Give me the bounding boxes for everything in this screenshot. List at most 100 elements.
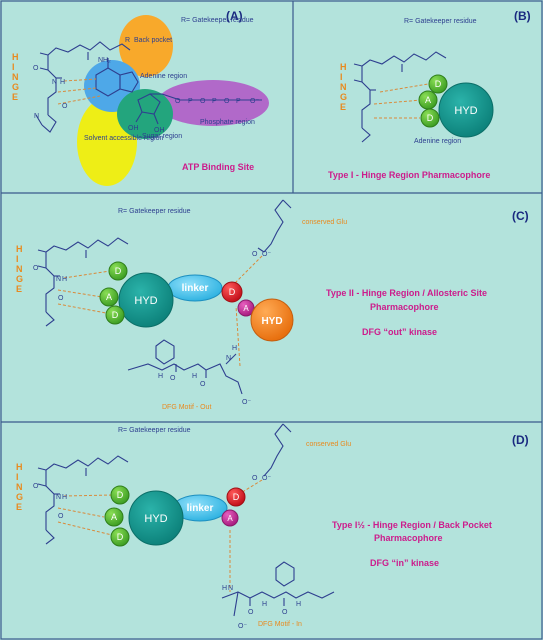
panel-a: (A) [12, 9, 269, 186]
conserved-glu-label-d: conserved Glu [306, 441, 351, 448]
atom-labels-d: N H O O O O⁻ O⁻ O O H N H H [33, 475, 301, 630]
hinge-backbone-a [35, 41, 131, 133]
atom-labels-a: R NH₂ H N O O N OH OH O P O P O P O⁻ [33, 37, 259, 134]
hyd-label-c: HYD [134, 295, 157, 307]
phosphate-region-blob [157, 80, 269, 126]
atom-p-1: P [188, 98, 193, 105]
hinge-backbone-d [37, 423, 335, 617]
atom-o-c-1: O [33, 265, 39, 272]
atom-o-minus-d-1: O⁻ [262, 475, 271, 482]
donor-sphere-c-2 [105, 305, 125, 325]
hyd-label-c-2: HYD [261, 316, 282, 327]
adenine-region-label-a: Adenine region [140, 73, 187, 80]
atom-p-2: P [212, 98, 217, 105]
atom-h-c-4: H [192, 373, 197, 380]
atom-n-d-1: N [56, 494, 61, 501]
d-label-d-1: D [117, 490, 124, 500]
hinge-letter: G [12, 82, 19, 92]
panel-c-title-2: Pharmacophore [370, 302, 439, 312]
panel-a-title: ATP Binding Site [182, 162, 254, 172]
hinge-letter: N [340, 82, 347, 92]
atom-h-c-2: H [232, 345, 237, 352]
d-label-d-3: D [233, 492, 240, 502]
back-pocket-label: Back pocket [134, 37, 172, 44]
panel-c: (C) N H O [16, 199, 529, 411]
hinge-letter: E [16, 284, 22, 294]
atom-o-minus: O⁻ [250, 98, 259, 105]
acceptor-magenta-c [237, 299, 255, 317]
atom-o-c-2: O [58, 295, 64, 302]
d-label-b-1: D [435, 79, 442, 89]
hinge-letter: E [12, 92, 18, 102]
linker-label-d: linker [187, 503, 214, 514]
sugar-region-label: Sugar region [142, 133, 182, 140]
atom-n-d-2: N [228, 585, 233, 592]
panel-b-title: Type I - Hinge Region Pharmacophore [328, 170, 490, 180]
gatekeeper-label-c: R= Gatekeeper residue [118, 208, 191, 215]
atom-o-minus-c-2: O⁻ [242, 399, 251, 406]
atom-o-1: O [33, 65, 39, 72]
atom-nh2: NH₂ [98, 57, 111, 64]
panel-c-label: (C) [512, 209, 529, 223]
hinge-letter: E [16, 502, 22, 512]
adenine-molecule [95, 58, 262, 125]
atom-h: H [60, 79, 65, 86]
atom-n-2: N [34, 113, 39, 120]
hinge-letter: I [16, 472, 19, 482]
panel-d-title-1: Type I½ - Hinge Region / Back Pocket [332, 520, 492, 530]
gatekeeper-label-a: R= Gatekeeper residue [181, 17, 254, 24]
solvent-region-label: Solvent accessible region [84, 135, 163, 142]
dfg-motif-in-label: DFG Motif - In [258, 621, 302, 628]
panel-c-dfg-out: DFG “out” kinase [362, 327, 437, 337]
atom-h-d-1: H [62, 494, 67, 501]
hyd-sphere-b [438, 82, 494, 138]
donor-sphere-d-2 [110, 527, 130, 547]
atom-labels-c: N H O O O O⁻ O⁻ O O H N H H [33, 251, 271, 406]
atom-o-minus-c-1: O⁻ [262, 251, 271, 258]
hinge-backbone-b [353, 51, 447, 143]
hbonds-c [57, 255, 263, 367]
hinge-letter: G [16, 274, 23, 284]
acceptor-magenta-d [221, 509, 239, 527]
sphere-labels-d: D A D HYD linker D A [111, 490, 240, 542]
atom-r: R [125, 37, 130, 44]
hinge-letter: E [340, 102, 346, 112]
hyd-sphere-d [128, 490, 184, 546]
hinge-letter: N [16, 264, 23, 274]
a-label-c: A [106, 292, 112, 302]
atom-oh-2: OH [154, 127, 165, 134]
d-label-b-2: D [427, 113, 434, 123]
sphere-labels-b: D A D HYD [425, 79, 478, 123]
acceptor-sphere-d [104, 507, 124, 527]
atom-n: N [52, 79, 57, 86]
atom-oh-1: OH [128, 125, 139, 132]
hinge-letter: N [16, 482, 23, 492]
panel-d-dfg-in: DFG “in” kinase [370, 558, 439, 568]
hinge-letter: I [12, 62, 15, 72]
d-label-d-2: D [117, 532, 124, 542]
dfg-motif-out-label: DFG Motif - Out [162, 404, 211, 411]
atom-o-d-4: O [248, 609, 254, 616]
gatekeeper-label-b: R= Gatekeeper residue [404, 18, 477, 25]
atom-n-c-2: N [226, 355, 231, 362]
hinge-backbone-c [37, 199, 292, 395]
atom-o-c-5: O [200, 381, 206, 388]
atom-h-d-4: H [296, 601, 301, 608]
sphere-labels-c: D A D HYD linker D A HYD [106, 266, 283, 327]
atom-o-3: O [175, 98, 181, 105]
panel-a-label: (A) [226, 9, 243, 23]
d-label-c-3: D [229, 287, 236, 297]
adenine-region-label-b: Adenine region [414, 138, 461, 145]
donor-sphere-b-2 [420, 108, 440, 128]
atom-o-d-2: O [58, 513, 64, 520]
donor-red-c [221, 281, 243, 303]
atom-o-c-4: O [170, 375, 176, 382]
atom-n-c-1: N [56, 276, 61, 283]
hbonds-b [373, 83, 429, 119]
d-label-c-1: D [115, 266, 122, 276]
hyd-label-b: HYD [454, 105, 477, 117]
